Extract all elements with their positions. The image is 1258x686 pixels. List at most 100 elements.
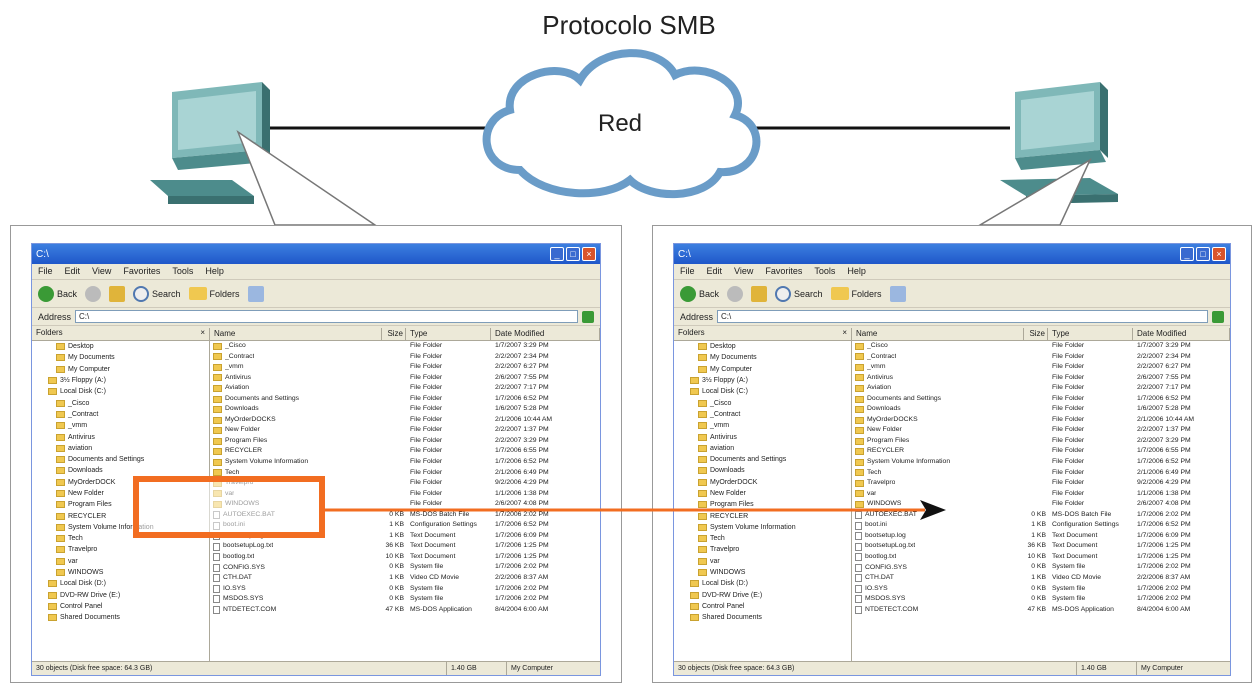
tree-item[interactable]: MyOrderDOCK [32, 477, 209, 488]
tree-item[interactable]: _vmm [674, 420, 851, 431]
close-button[interactable]: × [1212, 247, 1226, 261]
tree-item[interactable]: DVD-RW Drive (E:) [32, 590, 209, 601]
tree-item[interactable]: My Computer [674, 364, 851, 375]
column-name[interactable]: Name [852, 328, 1024, 340]
tree-item[interactable]: _Cisco [32, 397, 209, 408]
tree-item[interactable]: System Volume Information [32, 522, 209, 533]
tree-item[interactable]: 3½ Floppy (A:) [32, 375, 209, 386]
go-icon[interactable] [1212, 310, 1224, 323]
menu-edit[interactable]: Edit [706, 266, 723, 276]
menu-view[interactable]: View [92, 266, 112, 276]
views-icon[interactable] [889, 285, 906, 302]
menu-help[interactable]: Help [847, 266, 866, 276]
address-input[interactable]: C:\ [75, 310, 578, 323]
menu-help[interactable]: Help [205, 266, 224, 276]
menu-file[interactable]: File [38, 266, 53, 276]
tree-item[interactable]: System Volume Information [674, 522, 851, 533]
address-input[interactable]: C:\ [717, 310, 1208, 323]
tree-item[interactable]: My Documents [32, 352, 209, 363]
tree-item[interactable]: Program Files [674, 499, 851, 510]
tree-item[interactable]: New Folder [32, 488, 209, 499]
column-size[interactable]: Size [1024, 328, 1048, 340]
tree-item[interactable]: MyOrderDOCK [674, 477, 851, 488]
tree-item[interactable]: WINDOWS [674, 567, 851, 578]
close-pane-icon[interactable]: × [842, 328, 847, 337]
tree-item[interactable]: Desktop [674, 341, 851, 352]
tree-item[interactable]: Program Files [32, 499, 209, 510]
menu-tools[interactable]: Tools [172, 266, 194, 276]
tree-item[interactable]: _Contract [32, 409, 209, 420]
search-button[interactable]: Search [775, 285, 823, 302]
tree-item[interactable]: Documents and Settings [32, 454, 209, 465]
tree-item[interactable]: Travelpro [674, 544, 851, 555]
tree-item[interactable]: Tech [32, 533, 209, 544]
folders-button[interactable]: Folders [188, 287, 240, 300]
tree-item[interactable]: Shared Documents [32, 612, 209, 623]
forward-arrow-icon[interactable] [727, 285, 744, 302]
maximize-button[interactable]: □ [566, 247, 580, 261]
menu-favorites[interactable]: Favorites [765, 266, 803, 276]
menu-view[interactable]: View [734, 266, 754, 276]
tree-item[interactable]: Local Disk (D:) [674, 578, 851, 589]
tree-item[interactable]: Antivirus [674, 431, 851, 442]
tree-item[interactable]: Local Disk (D:) [32, 578, 209, 589]
tree-item[interactable]: aviation [674, 443, 851, 454]
tree-item[interactable]: Antivirus [32, 431, 209, 442]
tree-item[interactable]: RECYCLER [32, 510, 209, 521]
back-button[interactable]: Back [38, 285, 77, 302]
tree-item[interactable]: Tech [674, 533, 851, 544]
folder-up-icon[interactable] [751, 285, 768, 302]
tree-item[interactable]: Downloads [32, 465, 209, 476]
menu-edit[interactable]: Edit [64, 266, 81, 276]
views-icon[interactable] [247, 285, 264, 302]
menu-file[interactable]: File [680, 266, 695, 276]
column-date[interactable]: Date Modified [491, 328, 600, 340]
search-button[interactable]: Search [133, 285, 181, 302]
tree-item[interactable]: Documents and Settings [674, 454, 851, 465]
close-pane-icon[interactable]: × [200, 328, 205, 337]
column-type[interactable]: Type [406, 328, 491, 340]
tree-item[interactable]: My Documents [674, 352, 851, 363]
folder-up-icon[interactable] [109, 285, 126, 302]
column-size[interactable]: Size [382, 328, 406, 340]
forward-arrow-icon[interactable] [85, 285, 102, 302]
minimize-button[interactable]: _ [550, 247, 564, 261]
tree-item[interactable]: My Computer [32, 364, 209, 375]
tree-item[interactable]: Control Panel [674, 601, 851, 612]
